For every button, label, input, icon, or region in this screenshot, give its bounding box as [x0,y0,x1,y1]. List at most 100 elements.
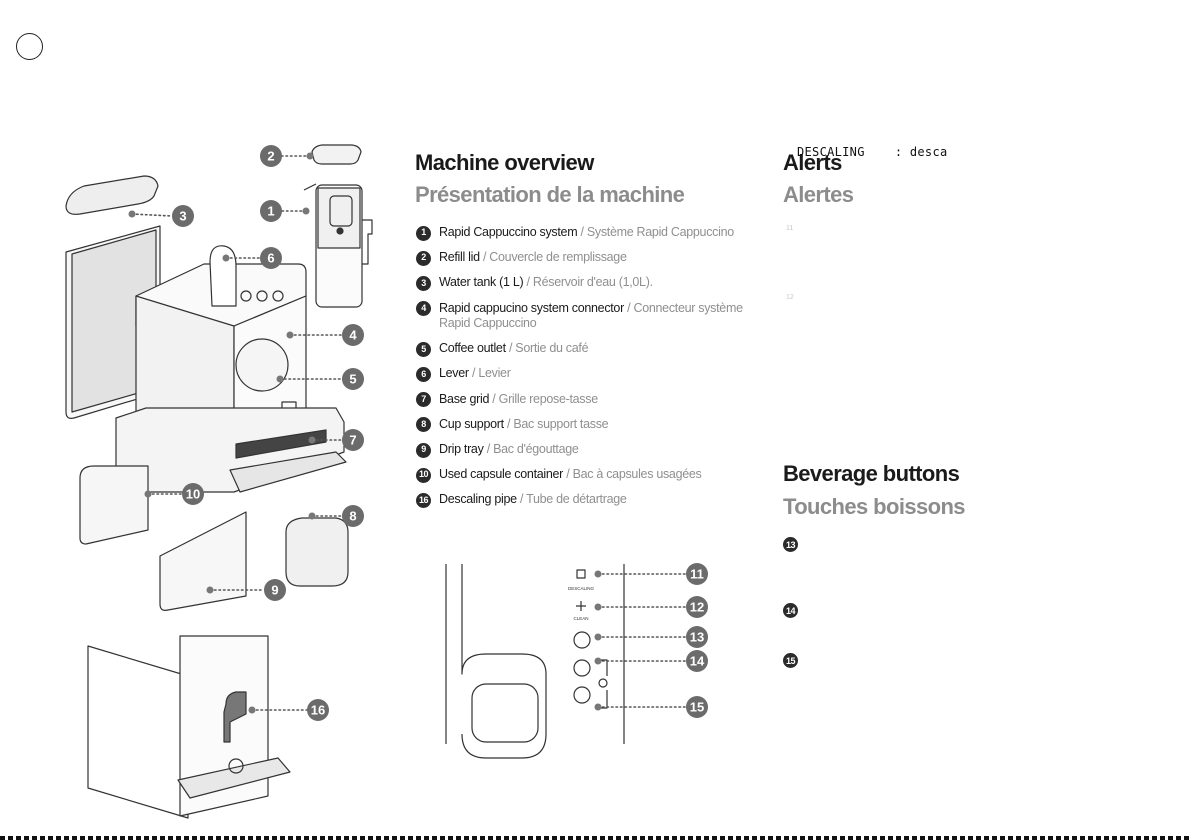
descaling-alert-text: DESCALING : desca [797,145,948,159]
part-label-fr: Réservoir d'eau (1,0L). [532,275,653,290]
beverage-badge-13: 13 [783,537,798,552]
callout-number: 6 [267,251,274,266]
part-label-separator: / [468,366,479,381]
callout-bubble [342,505,364,527]
part-label-fr: Connecteur système Rapid Cappuccino [439,300,743,331]
callout-anchor-dot [248,706,256,714]
part-label-separator: / [623,300,634,315]
part-label: Used capsule container / Bac à capsules … [439,467,702,483]
part-label-separator: / [483,442,494,456]
callout-bubble [686,626,708,648]
part-label-en: Refill lid [439,250,480,265]
part-label-fr: Bac support tasse [513,416,609,431]
part-label-separator: / [489,391,499,406]
part-item: 4 Rapid cappucino system connector / Conn… [416,301,751,332]
callout-bubble [172,205,194,227]
callout-bubble [264,579,286,601]
cappuccino-jug-drawing [303,183,373,308]
callout-anchor-dot [286,331,294,339]
callout-anchor-dot [308,436,316,444]
callout-number: 15 [690,700,704,715]
part-label-en: Drip tray [439,442,484,456]
part-label: Refill lid / Couvercle de remplissage [439,250,627,266]
callout-bubble [686,696,708,718]
callout-number: 5 [349,372,356,387]
callout-number: 14 [690,654,705,669]
callout-anchor-dot [306,152,314,160]
part-label-separator: / [503,416,514,431]
part-number-badge: 4 [416,301,431,317]
part-number-badge: 3 [416,275,431,291]
panel-label-descaling: DESCALING [568,586,595,591]
beverage-title-fr: Touches boissons [783,494,966,519]
callout-bubble [342,429,364,451]
overview-title-en: Machine overview [415,150,594,175]
part-label-separator: / [505,341,516,356]
part-label-en: Lever [439,366,469,381]
callout-anchor-dot [308,512,316,520]
part-number-badge: 16 [416,492,431,508]
callout-part-16: 16 [248,699,329,721]
part-label-separator: / [523,275,533,290]
callout-anchor-dot [128,210,136,218]
callout-part-4: 4 [286,324,364,346]
callout-part-8: 8 [308,505,364,527]
callout-bubble [686,650,708,672]
part-label-fr: Levier [478,366,511,381]
part-label: Rapid cappucino system connector / Conne… [439,301,751,332]
part-number-badge: 8 [416,417,431,433]
faint-label-b: 12 [786,294,794,301]
callout-number: 13 [690,630,704,645]
part-label-en: Descaling pipe [439,492,517,507]
callout-bubble [686,563,708,585]
callout-number: 2 [267,149,274,164]
drip-tray-drawing [159,511,247,611]
callout-part-6: 6 [222,247,282,269]
beverage-badge-15: 15 [783,653,798,668]
callout-number: 16 [311,703,325,718]
refill-lid-drawing [311,144,362,165]
callout-anchor-dot [594,703,602,711]
part-label: Cup support / Bac support tasse [439,416,609,433]
part-label: Drip tray / Bac d'égouttage [439,442,579,458]
part-label-separator: / [479,250,490,265]
part-item: 2 Refill lid / Couvercle de remplissage [416,250,751,266]
callout-bubble [260,247,282,269]
part-label-separator: / [516,492,527,507]
page-bottom-dashed-border [0,836,1192,840]
part-label: Coffee outlet / Sortie du café [439,341,589,357]
water-tank-lid-drawing [65,175,159,215]
callout-button-15: 15 [594,696,708,718]
callout-part-5: 5 [276,368,364,390]
part-label-fr: Bac à capsules usagées [572,467,702,482]
callout-anchor-dot [594,570,602,578]
part-number-badge: 2 [416,250,431,266]
callout-button-11: 11 [594,563,708,585]
callout-anchor-dot [594,633,602,641]
callout-number: 7 [349,433,356,448]
part-label: Lever / Levier [439,366,511,382]
part-label-separator: / [577,225,587,239]
part-label-en: Water tank (1 L) [439,275,524,290]
callout-number: 9 [271,583,278,598]
part-label-fr: Tube de détartrage [526,492,627,507]
part-label-en: Rapid Cappuccino system [439,225,578,239]
callout-part-7: 7 [308,429,364,451]
part-item: 8 Cup support / Bac support tasse [416,417,751,433]
callout-button-14: 14 [594,650,708,672]
callout-anchor-dot [594,657,602,665]
callout-anchor-dot [206,586,214,594]
part-number-badge: 1 [416,225,431,241]
callout-anchor-dot [276,375,284,383]
part-label: Water tank (1 L) / Réservoir d'eau (1,0L… [439,275,653,291]
part-number-badge: 5 [416,341,431,357]
alerts-title-en: Alerts [783,150,842,175]
part-label-en: Cup support [439,416,504,431]
part-label-fr: Grille repose-tasse [498,391,599,406]
faint-label-a: 11 [786,225,794,232]
